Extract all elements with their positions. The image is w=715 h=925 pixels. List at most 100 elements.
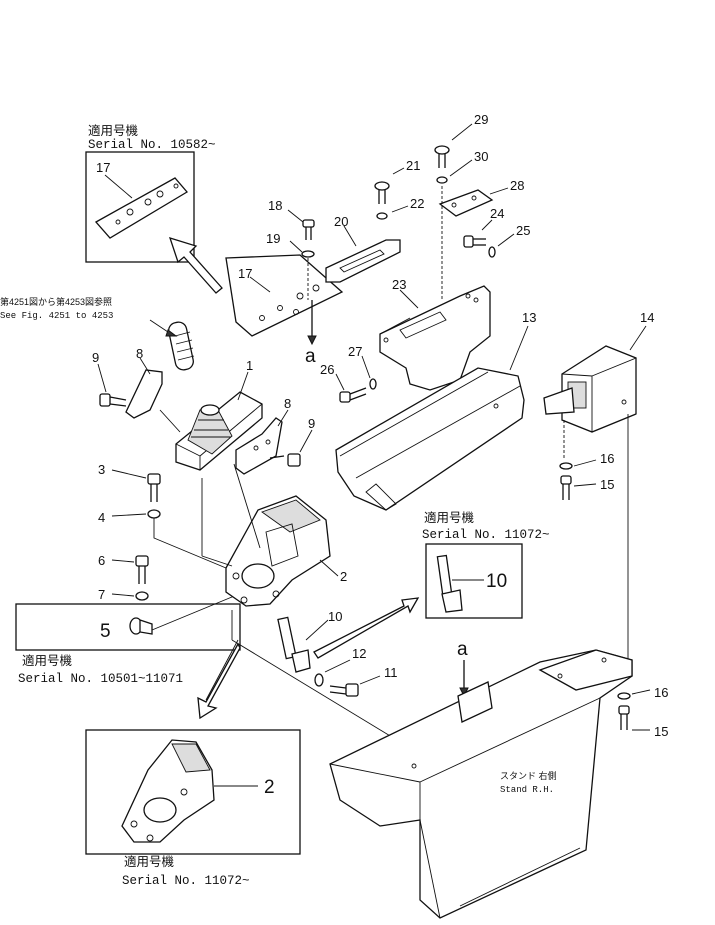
stand-edge	[329, 763, 421, 783]
leader-line	[509, 325, 529, 371]
callout-17: 17	[96, 160, 110, 175]
bracket-hole	[180, 788, 188, 796]
stand-edge	[419, 819, 441, 919]
bolt-15-upper	[560, 475, 572, 485]
assembly-line	[153, 518, 227, 569]
part-5-tab	[139, 619, 153, 635]
callout-20: 20	[334, 214, 348, 229]
bracket-8-right-group: 8 9	[235, 396, 315, 475]
callout-25: 25	[516, 223, 530, 238]
grip-line	[177, 355, 195, 361]
bracket-hole	[272, 590, 280, 598]
inset-part-10: 適用号機 Serial No. 11072~ 10	[422, 510, 550, 619]
assembly-line	[205, 639, 239, 701]
bolt-shank	[349, 393, 367, 401]
part-10-group: 10 12 11	[277, 597, 420, 697]
callout-23: 23	[392, 277, 406, 292]
bolt-18	[302, 219, 315, 228]
stand-hole	[557, 673, 563, 679]
washer-25	[488, 246, 496, 258]
bolt-29	[434, 145, 450, 155]
stand-edge	[419, 697, 601, 783]
bolt-shank	[329, 685, 347, 689]
callout-3: 3	[98, 462, 105, 477]
leader-line	[289, 240, 303, 253]
callout-4: 4	[98, 510, 105, 525]
lever-grip	[168, 321, 194, 371]
bolt-3	[147, 473, 161, 485]
bracket-hole	[265, 439, 271, 445]
inset-part-5: 5 適用号機 Serial No. 10501~11071	[15, 591, 245, 686]
bolt-11	[345, 683, 359, 697]
plate-17-group: 17 18 19 a	[225, 198, 344, 367]
callout-8-left: 8	[136, 346, 143, 361]
armrest-hole	[493, 403, 499, 409]
callout-19: 19	[266, 231, 280, 246]
leader-line	[335, 373, 345, 391]
washer-7	[135, 591, 149, 601]
bracket-8-left	[125, 369, 163, 419]
ref-label-a-stand: a	[457, 639, 468, 660]
inset-lower-frame	[85, 729, 301, 855]
ref-note-jp: 第4251図から第4253図参照	[0, 296, 112, 307]
callout-18: 18	[268, 198, 282, 213]
leader-line	[237, 371, 249, 401]
bracket-2-top	[261, 499, 321, 533]
leader-line	[287, 209, 304, 223]
armrest-end	[365, 483, 397, 511]
leader-line	[573, 483, 597, 487]
leader-line	[631, 689, 651, 695]
washer-16-lower	[617, 692, 631, 700]
bracket-edge	[379, 317, 411, 335]
stand-hole	[411, 763, 417, 769]
bracket-23	[379, 285, 491, 391]
callout-24: 24	[490, 206, 504, 221]
plate-hole	[144, 198, 152, 206]
callout-15-lower: 15	[654, 724, 668, 739]
callout-12: 12	[352, 646, 366, 661]
bracket-2-group: 2	[201, 463, 411, 749]
box-hole	[621, 399, 627, 405]
bracket-hole	[253, 445, 259, 451]
lever-boot-top	[200, 404, 220, 416]
callout-28: 28	[510, 178, 524, 193]
callout-21: 21	[406, 158, 420, 173]
bolt-29-washer-30-plate-28: 29 30 28	[434, 112, 524, 300]
bolt-shank	[329, 691, 347, 695]
lever-1-group: 第4251図から第4253図参照 See Fig. 4251 to 4253 1	[0, 296, 263, 471]
leader-line	[97, 363, 107, 393]
part-10-inset-foot	[441, 589, 463, 613]
box-14-tab	[543, 387, 575, 415]
grip-line	[176, 347, 194, 353]
part-10-rod	[277, 616, 297, 660]
plate-20-slot	[339, 249, 385, 273]
leader-line	[391, 205, 409, 213]
stand-rh-group: a スタンド 右側 Stand R.H. 16 15	[329, 639, 668, 919]
plate-hole	[277, 305, 283, 311]
lever-boot	[187, 409, 233, 455]
inset-5-caption-serial: Serial No. 10501~11071	[18, 672, 183, 686]
callout-1: 1	[246, 358, 253, 373]
bracket-8-right	[235, 417, 283, 475]
inset-plate-17: 適用号機 Serial No. 10582~ 17	[85, 123, 216, 263]
bolt-26-washer-27: 26 27	[320, 344, 377, 403]
inset-5-frame	[15, 603, 241, 651]
inset-10-caption-serial: Serial No. 11072~	[422, 528, 550, 542]
bracket-hole	[232, 572, 240, 580]
stand-hole	[601, 657, 607, 663]
box-14	[561, 345, 637, 433]
bolt-9-right	[287, 453, 301, 467]
callout-17-main: 17	[238, 266, 252, 281]
bracket-2-window	[265, 523, 299, 567]
bracket-hole	[383, 337, 389, 343]
inset-5-caption-jp: 適用号機	[22, 653, 73, 669]
bracket-23-group: 23	[379, 277, 491, 391]
assembly-line	[233, 463, 261, 549]
bracket-2-bore	[241, 563, 275, 589]
inset-top-frame	[85, 151, 195, 263]
washer-16-upper	[559, 462, 573, 470]
leader-line	[399, 289, 419, 309]
plate-hole	[259, 315, 265, 321]
leader-line	[449, 159, 473, 177]
